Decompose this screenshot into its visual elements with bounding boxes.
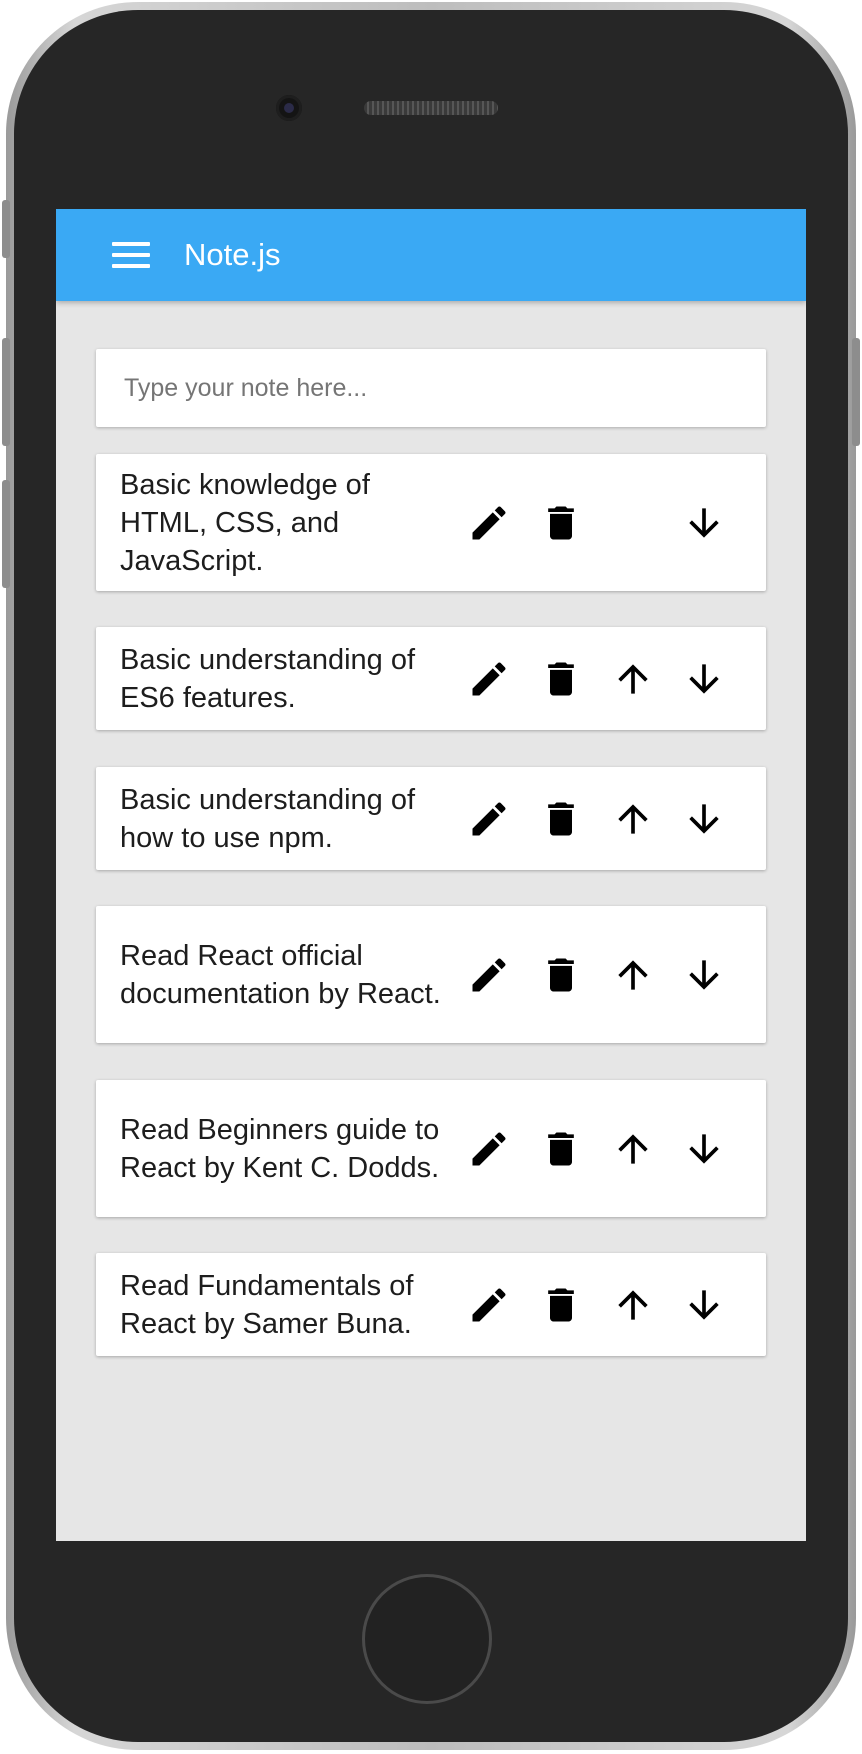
front-camera: [276, 95, 302, 121]
trash-icon[interactable]: [536, 1280, 586, 1330]
earpiece-speaker: [364, 101, 498, 115]
pencil-icon[interactable]: [464, 498, 514, 548]
arrow-up-icon[interactable]: [608, 654, 658, 704]
app-title: Note.js: [184, 237, 281, 272]
arrow-down-icon[interactable]: [679, 794, 729, 844]
arrow-down-icon[interactable]: [679, 654, 729, 704]
arrow-down-icon[interactable]: [679, 1280, 729, 1330]
note-card: Basic understanding of ES6 features.: [96, 627, 766, 730]
pencil-icon[interactable]: [464, 1124, 514, 1174]
trash-icon[interactable]: [536, 794, 586, 844]
arrow-down-icon[interactable]: [679, 1124, 729, 1174]
arrow-up-icon[interactable]: [608, 950, 658, 1000]
note-text: Basic understanding of ES6 features.: [120, 643, 416, 714]
trash-icon[interactable]: [536, 950, 586, 1000]
note-text: Read Beginners guide to React by Kent C.…: [120, 1113, 440, 1184]
app-screen: Note.js Basic knowledge of HTML, CSS, an…: [56, 209, 806, 1541]
pencil-icon[interactable]: [464, 654, 514, 704]
pencil-icon[interactable]: [464, 794, 514, 844]
note-card: Read Fundamentals of React by Samer Buna…: [96, 1253, 766, 1356]
app-bar: Note.js: [56, 209, 806, 301]
arrow-down-icon[interactable]: [679, 950, 729, 1000]
note-card: Read React official documentation by Rea…: [96, 906, 766, 1043]
home-button[interactable]: [362, 1574, 492, 1704]
trash-icon[interactable]: [536, 498, 586, 548]
note-card: Basic knowledge of HTML, CSS, and JavaSc…: [96, 454, 766, 591]
note-card: Basic understanding of how to use npm.: [96, 767, 766, 870]
pencil-icon[interactable]: [464, 1280, 514, 1330]
note-text: Basic knowledge of HTML, CSS, and JavaSc…: [120, 468, 370, 577]
note-text: Basic understanding of how to use npm.: [120, 783, 416, 854]
note-input[interactable]: [96, 349, 766, 427]
volume-down-button: [2, 480, 10, 588]
pencil-icon[interactable]: [464, 950, 514, 1000]
note-text: Read Fundamentals of React by Samer Buna…: [120, 1269, 414, 1340]
hamburger-menu-icon[interactable]: [112, 242, 150, 268]
trash-icon[interactable]: [536, 654, 586, 704]
mute-switch: [2, 200, 10, 258]
arrow-up-icon[interactable]: [608, 1124, 658, 1174]
arrow-up-icon[interactable]: [608, 1280, 658, 1330]
arrow-up-icon[interactable]: [608, 794, 658, 844]
note-text: Read React official documentation by Rea…: [120, 939, 441, 1010]
volume-up-button: [2, 338, 10, 446]
note-card: Read Beginners guide to React by Kent C.…: [96, 1080, 766, 1217]
arrow-down-icon[interactable]: [679, 498, 729, 548]
power-button: [852, 338, 860, 446]
trash-icon[interactable]: [536, 1124, 586, 1174]
